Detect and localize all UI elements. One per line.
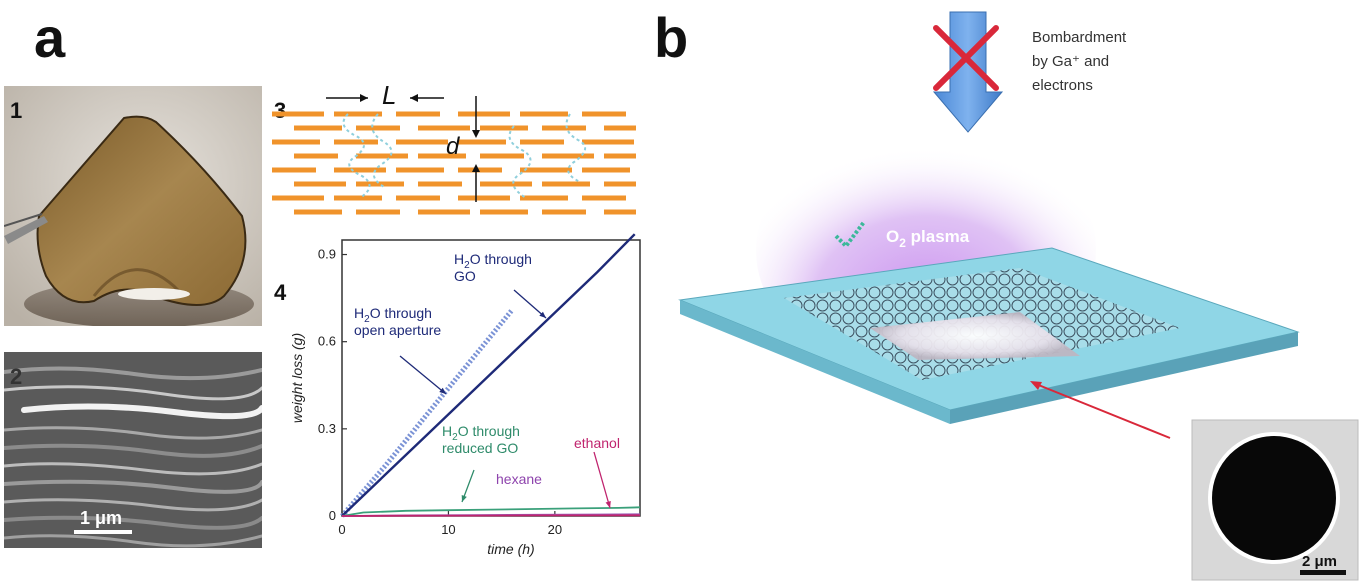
- annotation-arrow: [513, 289, 547, 319]
- pointer-line: [1035, 383, 1171, 439]
- annotation-text: GO: [454, 268, 476, 284]
- pore-disc: [1212, 436, 1336, 560]
- sub-label-2: 2: [10, 364, 23, 389]
- panel-b-label: b: [654, 6, 689, 69]
- annotation-arrowhead: [439, 387, 446, 394]
- schematic-d-label: d: [446, 133, 460, 160]
- annotation-text: H2O through: [442, 423, 520, 443]
- annotation-4: ethanol: [574, 435, 620, 509]
- annotation-text: reduced GO: [442, 440, 518, 456]
- x-tick-label: 10: [441, 522, 455, 537]
- x-tick-label: 0: [338, 522, 345, 537]
- schematic-L-label: L: [382, 86, 396, 110]
- annotation-arrow: [399, 355, 447, 395]
- series-line-4: [341, 514, 641, 517]
- x-axis-label: time (h): [487, 541, 534, 557]
- sub-label-4: 4: [274, 280, 287, 305]
- annotation-text: open aperture: [354, 322, 441, 338]
- annotation-arrowhead: [539, 311, 546, 318]
- inset-scale-label: 2 μm: [1302, 553, 1337, 570]
- annotation-text: H2O through: [354, 305, 432, 325]
- plasma-label: O2 plasma: [886, 227, 970, 250]
- annotation-text: hexane: [496, 471, 542, 487]
- y-axis-label: weight loss (g): [289, 333, 305, 423]
- annotation-text: ethanol: [574, 435, 620, 451]
- panel-a-label: a: [34, 6, 66, 69]
- y-tick-label: 0.3: [318, 421, 336, 436]
- y-tick-label: 0: [329, 508, 336, 523]
- y-tick-label: 0.9: [318, 247, 336, 262]
- aperture: [870, 312, 1080, 360]
- bombardment-line-1: Bombardment: [1032, 29, 1127, 46]
- series-line-2: [341, 506, 641, 517]
- y-tick-label: 0.6: [318, 334, 336, 349]
- plasma-illustration: Bombardment by Ga⁺ and electrons O2 plas…: [678, 11, 1359, 581]
- annotation-arrowhead: [461, 495, 467, 502]
- annotation-arrowhead: [605, 501, 611, 508]
- sem-cross-section: [4, 352, 262, 548]
- series-line-1: [341, 233, 636, 517]
- membrane-photo: [4, 86, 262, 326]
- sem-scale-bar-label: 1 μm: [80, 508, 123, 528]
- annotation-text: H2O through: [454, 251, 532, 271]
- bombardment-line-2: by Ga⁺ and: [1032, 53, 1109, 70]
- x-tick-label: 20: [548, 522, 562, 537]
- laminate-schematic: L d: [272, 86, 636, 215]
- sub-label-1: 1: [10, 98, 23, 123]
- bombardment-line-3: electrons: [1032, 77, 1093, 94]
- series-line-0: [340, 308, 515, 518]
- annotation-3: hexane: [496, 471, 542, 487]
- annotation-arrow: [593, 451, 611, 509]
